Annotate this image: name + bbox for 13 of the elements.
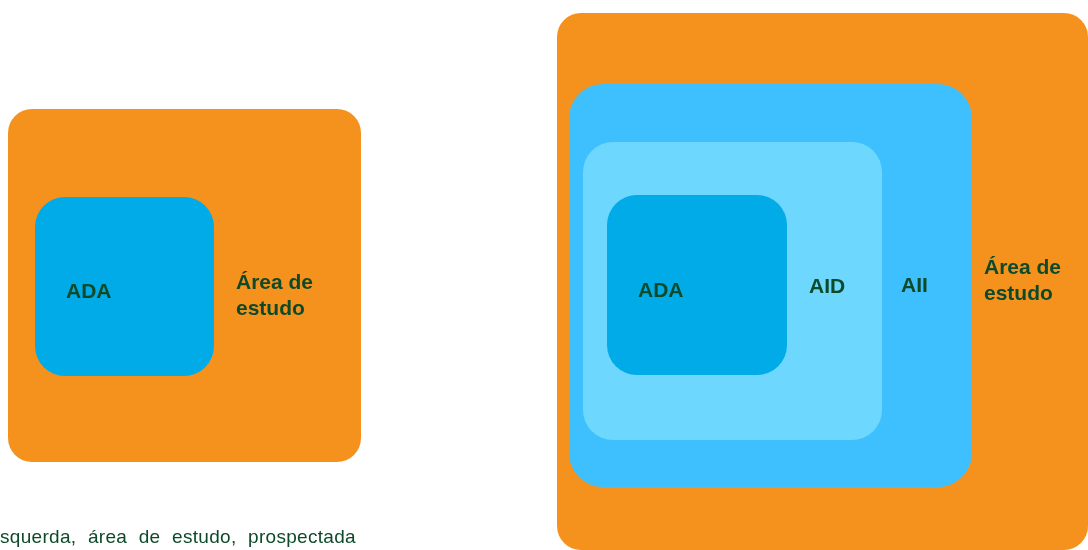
area-box xyxy=(8,109,361,462)
area-label: AID xyxy=(809,273,847,299)
area-box xyxy=(35,197,214,376)
area-box xyxy=(583,142,882,440)
area-label: ADA xyxy=(66,278,113,304)
area-box xyxy=(557,13,1088,550)
area-box xyxy=(607,195,787,375)
area-label: ADA xyxy=(638,277,685,303)
area-label: Área de estudo xyxy=(984,254,1063,306)
area-box xyxy=(569,84,972,487)
area-label: Área de estudo xyxy=(236,269,315,321)
caption-text: squerda, área de estudo, prospectada xyxy=(0,526,356,548)
area-label: AII xyxy=(901,272,929,298)
